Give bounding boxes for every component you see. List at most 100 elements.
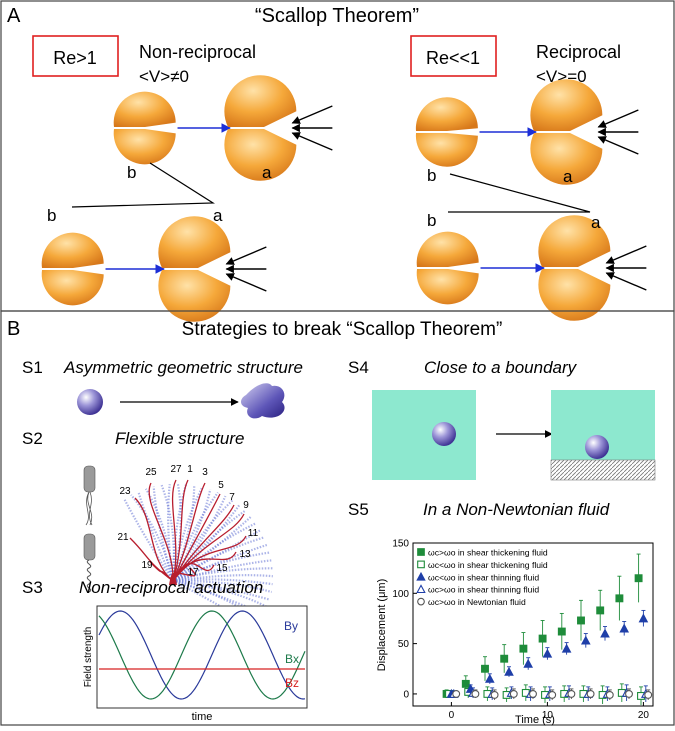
label-a-right-top: a <box>563 167 573 186</box>
fluid-force-arrows <box>597 109 639 155</box>
scallop-sequence-right-bottom <box>416 215 647 321</box>
s1-id: S1 <box>22 358 43 377</box>
label-b-left-top: b <box>127 163 136 182</box>
data-point <box>471 689 480 698</box>
non-reciprocal-label: Non-reciprocal <box>139 42 256 62</box>
data-point <box>490 690 499 699</box>
panel-a-title: “Scallop Theorem” <box>255 5 419 27</box>
chart-plot-area <box>412 542 654 707</box>
data-point <box>542 648 553 658</box>
filament-frame-number: 21 <box>117 532 129 543</box>
s3-id: S3 <box>22 578 43 597</box>
s2-flagellum-helical-icon <box>83 533 96 593</box>
label-b-right-top: b <box>427 166 436 185</box>
s4-sphere-near-wall-icon <box>585 435 609 459</box>
data-point <box>580 635 591 645</box>
filament-frame-number: 23 <box>119 486 131 497</box>
label-b-right-bottom: b <box>427 211 436 230</box>
filament-frame-number: 11 <box>248 528 259 539</box>
y-tick-label: 100 <box>392 589 409 600</box>
s1-asymmetric-blob-icon <box>241 383 285 419</box>
data-point <box>561 643 572 653</box>
s1-sphere-icon <box>77 389 103 415</box>
scallop-open-icon <box>538 215 611 321</box>
data-point <box>417 548 425 556</box>
re-high-box <box>32 35 119 77</box>
panel-b-title: Strategies to break “Scallop Theorem” <box>182 319 503 340</box>
fluid-force-arrows <box>605 245 647 291</box>
data-point <box>638 613 649 623</box>
data-point <box>596 606 605 615</box>
chart-ylabel: Displacement (μm) <box>376 579 388 672</box>
label-b-left-bottom: b <box>47 206 56 225</box>
data-point <box>644 690 653 699</box>
scallop-closed-icon <box>416 231 479 305</box>
data-point <box>523 658 534 668</box>
filament-frame-number: 1 <box>187 464 193 475</box>
filament-frame-number: 25 <box>145 467 157 478</box>
label-a-right-bottom: a <box>591 213 601 232</box>
fluid-force-arrows <box>291 105 333 151</box>
data-point <box>600 628 610 638</box>
stroke-path-right <box>448 173 591 213</box>
filament-frame-number: 19 <box>141 560 153 571</box>
data-point <box>481 664 489 673</box>
stroke-path-left <box>71 162 215 208</box>
s5-id: S5 <box>348 500 369 519</box>
scallop-closed-icon <box>113 91 176 165</box>
data-point <box>417 597 425 606</box>
scallop-sequence-left-top <box>113 75 333 181</box>
data-point <box>509 689 518 698</box>
chart-xlabel: Time (s) <box>515 714 555 726</box>
s4-sphere-bulk-icon <box>432 422 456 446</box>
data-point <box>484 673 495 683</box>
data-point <box>548 690 557 699</box>
filament-frame-number: 7 <box>229 492 235 503</box>
re-low-box <box>410 35 497 77</box>
s4-fluid-bulk <box>372 390 476 480</box>
y-tick-label: 150 <box>392 539 409 550</box>
filament-frame-number: 15 <box>216 563 228 574</box>
data-point <box>500 654 509 663</box>
y-tick-label: 50 <box>398 639 410 650</box>
s3-field-waves <box>98 610 306 700</box>
x-tick-label: 20 <box>638 710 650 721</box>
s4-wall <box>550 459 656 481</box>
series-4 <box>452 688 653 700</box>
velocity-nonzero-label: <V>≠0 <box>139 67 189 86</box>
s2-title: Flexible structure <box>115 429 244 448</box>
s3-label-by: By <box>284 619 298 633</box>
data-point <box>416 571 426 581</box>
re-high-label: Re>1 <box>53 48 97 68</box>
scallop-sequence-right-top <box>415 79 639 185</box>
filament-frame-number: 3 <box>202 467 208 478</box>
s3-ylabel: Field strength <box>83 627 94 688</box>
legend-entry: ωc>ωo in shear thinning fluid <box>428 585 539 595</box>
scallop-open-icon <box>158 216 231 322</box>
data-point <box>625 689 633 698</box>
s4-id: S4 <box>348 358 369 377</box>
scallop-closed-icon <box>41 232 104 306</box>
label-a-left-top: a <box>262 163 272 182</box>
x-tick-label: 0 <box>449 710 455 721</box>
data-point <box>634 574 643 583</box>
data-point <box>615 594 624 603</box>
y-tick-label: 0 <box>403 689 409 700</box>
legend-entry: ωc<ωo in shear thickening fluid <box>428 560 548 570</box>
data-point <box>586 689 595 698</box>
data-point <box>452 689 461 698</box>
s5-title: In a Non-Newtonian fluid <box>423 500 610 519</box>
data-point <box>529 689 537 698</box>
data-point <box>461 679 470 688</box>
legend-entry: ωc>ωo in Newtonian fluid <box>428 597 526 607</box>
data-point <box>538 634 547 643</box>
fluid-force-arrows <box>225 246 267 292</box>
filament-frame-number: 13 <box>239 549 251 560</box>
s2-flagellum-wavy-icon <box>83 465 96 526</box>
legend-entry: ωc<ωo in shear thinning fluid <box>428 572 539 582</box>
reciprocal-label: Reciprocal <box>536 42 621 62</box>
data-point <box>504 666 514 676</box>
data-point <box>416 584 426 594</box>
